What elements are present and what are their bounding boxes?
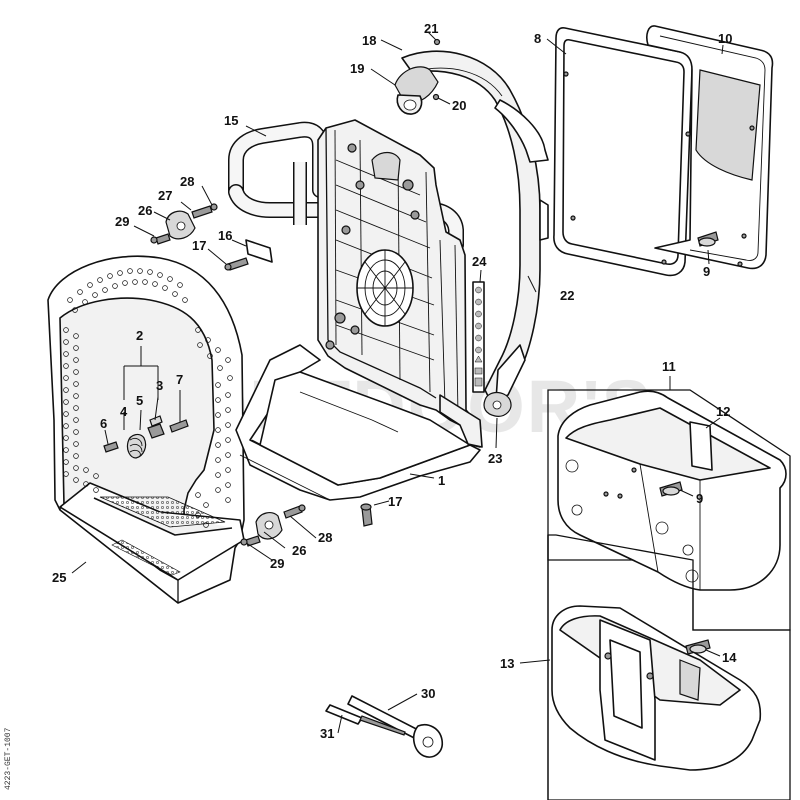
callout-25: 25: [52, 570, 66, 585]
callout-8: 8: [534, 31, 541, 46]
callout-7: 7: [176, 372, 183, 387]
callout-24: 24: [472, 254, 487, 269]
lower-bracket-parts: [240, 503, 373, 547]
inset-box-tank: [547, 389, 791, 631]
callout-30: 30: [421, 686, 435, 701]
callout-4: 4: [120, 404, 128, 419]
callout-28-lower: 28: [318, 530, 332, 545]
callout-9-box: 9: [696, 491, 703, 506]
callout-15: 15: [224, 113, 238, 128]
callout-29-lower: 29: [270, 556, 284, 571]
callout-17-upper: 17: [192, 238, 206, 253]
callout-6: 6: [100, 416, 107, 431]
leader-lines: [71, 31, 724, 734]
callout-12: 12: [716, 404, 730, 419]
part-25-grille: [47, 255, 245, 604]
part-22-shoulder-strap: [394, 38, 549, 417]
callout-17-lower: 17: [388, 494, 402, 509]
callout-26-upper: 26: [138, 203, 152, 218]
callout-5: 5: [136, 393, 143, 408]
callout-21: 21: [424, 21, 438, 36]
callout-10: 10: [718, 31, 732, 46]
callout-29-upper: 29: [115, 214, 129, 229]
callout-22: 22: [560, 288, 574, 303]
callout-14: 14: [722, 650, 737, 665]
callout-1: 1: [438, 473, 445, 488]
upper-bracket-parts: [150, 203, 273, 271]
part-10-back-pad: [646, 25, 774, 270]
part-8-back-pad-frame: [553, 27, 694, 277]
callout-19: 19: [350, 61, 364, 76]
callout-3: 3: [156, 378, 163, 393]
callout-27: 27: [158, 188, 172, 203]
callout-26-lower: 26: [292, 543, 306, 558]
tools-parts: [325, 695, 444, 758]
callout-13: 13: [500, 656, 514, 671]
callout-28-upper: 28: [180, 174, 194, 189]
callout-labels: 1 2 3 4 5 6 7 8 9 9 10 11 12 13 14 15 16…: [52, 21, 737, 741]
callout-18: 18: [362, 33, 376, 48]
callout-20: 20: [452, 98, 466, 113]
callout-2: 2: [136, 328, 143, 343]
callout-11: 11: [662, 359, 676, 374]
callout-31: 31: [320, 726, 334, 741]
callout-9-backpad: 9: [703, 264, 710, 279]
part-1-frame: [235, 119, 485, 501]
inset-box-holder: [547, 534, 791, 800]
document-code: 4223-GET-1007: [4, 727, 13, 790]
callout-23: 23: [488, 451, 502, 466]
spring-assembly-parts: [103, 415, 189, 459]
callout-16: 16: [218, 228, 232, 243]
